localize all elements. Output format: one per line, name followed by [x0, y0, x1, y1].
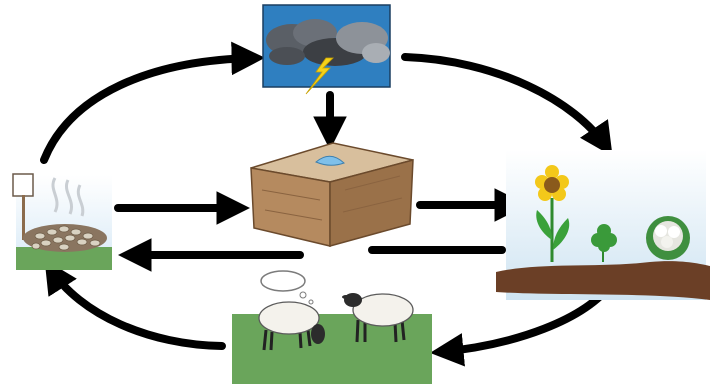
- arrow-storm-to-plants: [401, 53, 613, 157]
- sunflower-head: [535, 165, 569, 201]
- clover-leaf: [591, 224, 617, 262]
- grazing-sheep-icon: [232, 270, 432, 384]
- arrow-compost-to-storm: [40, 41, 266, 164]
- cauliflower: [646, 216, 690, 260]
- arrows: [40, 41, 616, 367]
- cardboard-box-with-water-drop-icon: [250, 142, 414, 247]
- arrow-sheep-to-compost: [44, 259, 226, 350]
- flower-and-plants-icon: [496, 150, 710, 300]
- thought-bubble: [260, 270, 314, 305]
- sheep-grazing: [258, 301, 325, 351]
- sheep-standing: [342, 293, 414, 343]
- smoking-compost-pile-with-sign-icon: [12, 173, 112, 270]
- storm-cloud-lightning-icon: [262, 4, 391, 95]
